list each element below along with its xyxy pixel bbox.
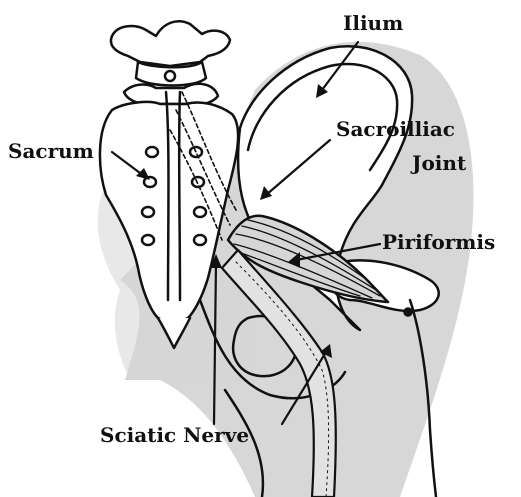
femur-dot — [405, 309, 412, 316]
piriformis-label: Piriformis — [382, 231, 495, 253]
sciatic-nerve-label: Sciatic Nerve — [100, 424, 249, 446]
sacroiliac-label: Sacroilliac — [336, 118, 455, 140]
lumbar-vertebra — [111, 21, 230, 66]
sacroiliac-joint-label: Joint — [412, 152, 466, 174]
ilium-label: Ilium — [343, 12, 403, 34]
sacrum-label: Sacrum — [8, 140, 94, 162]
